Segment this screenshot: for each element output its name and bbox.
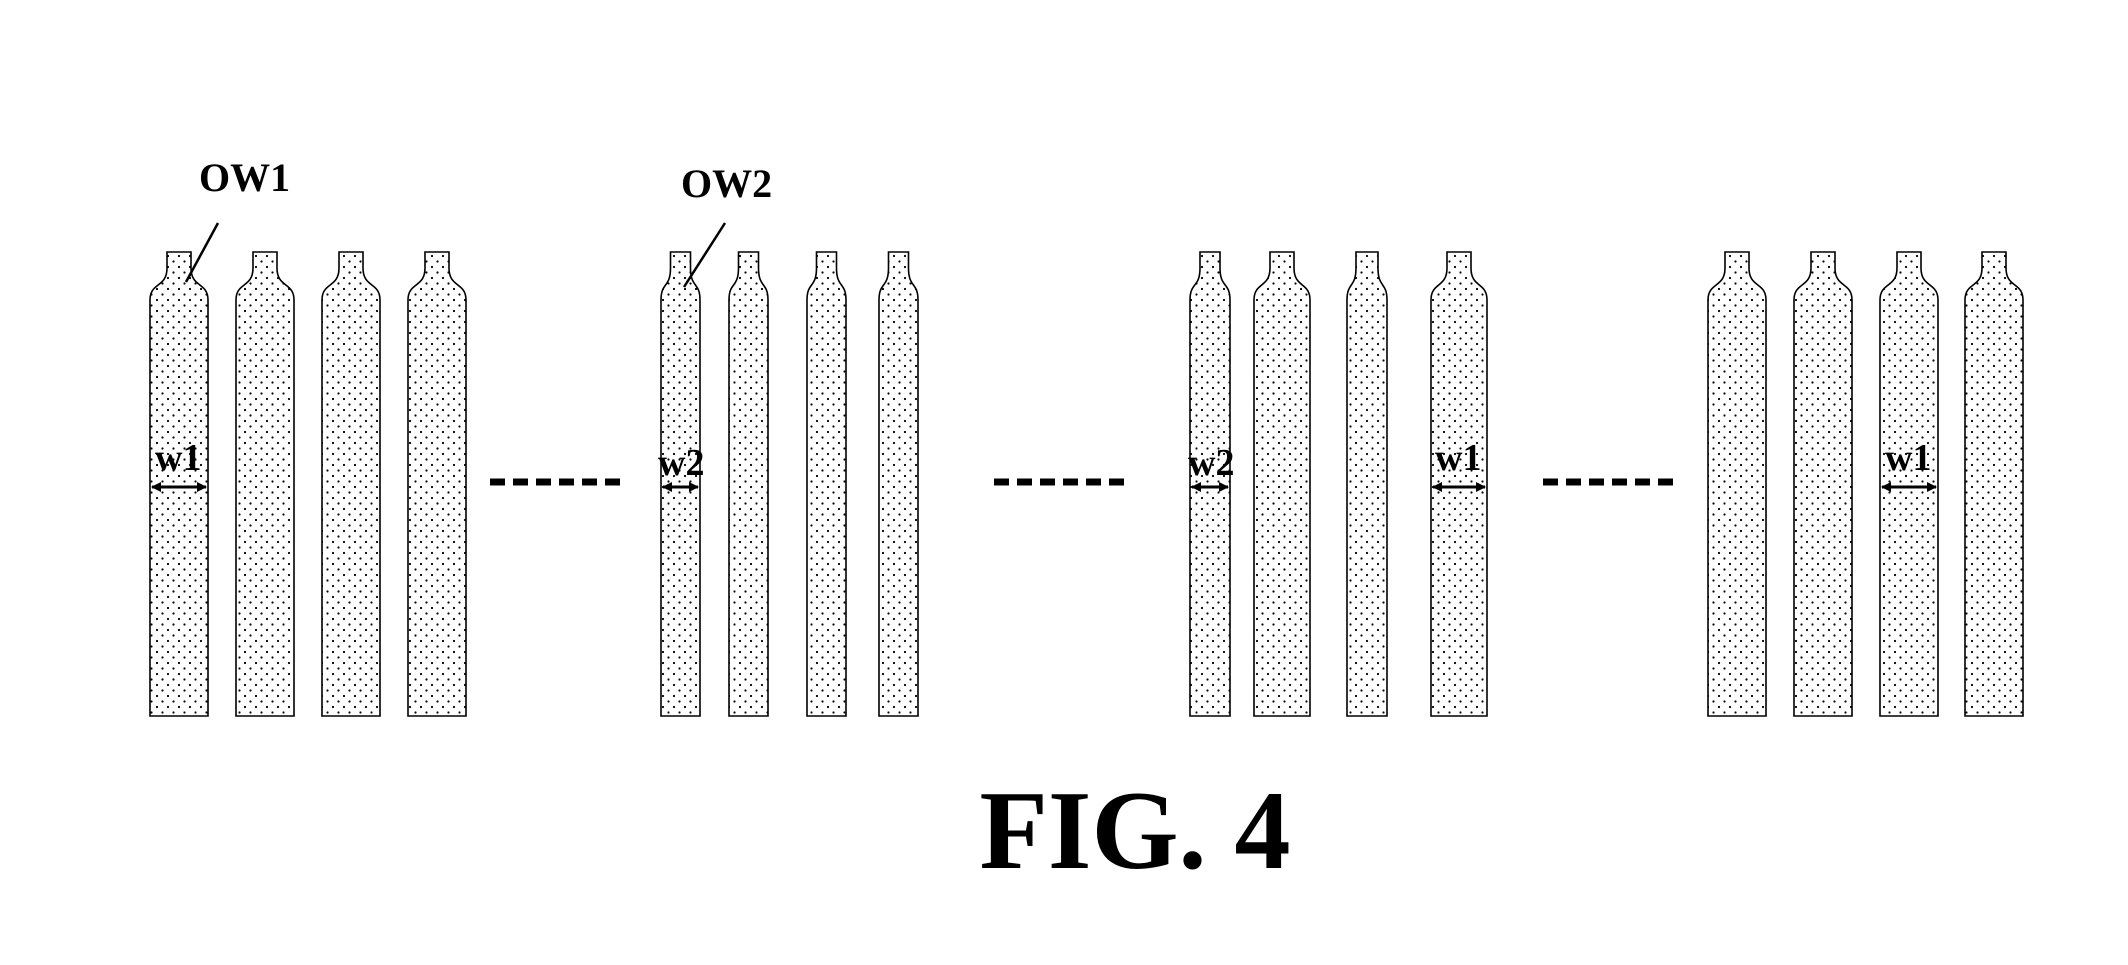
width-label-w1-third: w1: [1885, 437, 1931, 479]
waveguide-strip: [1964, 251, 2024, 717]
optical-waveguide-strips: [149, 251, 2024, 717]
waveguide-strip: [235, 251, 295, 717]
waveguide-strip: [878, 251, 919, 717]
waveguide-strip: [806, 251, 847, 717]
waveguide-strip: [1253, 251, 1311, 717]
waveguide-strip: [1707, 251, 1767, 717]
width-label-w1-first: w1: [155, 437, 201, 479]
ow1-label: OW1: [199, 155, 290, 200]
waveguide-strip: [1793, 251, 1853, 717]
waveguide-strip: [1879, 251, 1939, 717]
waveguide-strip: [1430, 251, 1488, 717]
ow1-leader-line: [184, 222, 220, 283]
waveguide-strip: [1189, 251, 1231, 717]
waveguide-strip: [728, 251, 769, 717]
width-label-w1-second: w1: [1435, 437, 1481, 479]
waveguide-strip: [1346, 251, 1388, 717]
width-label-w2-second: w2: [1188, 442, 1234, 484]
waveguide-strip: [660, 251, 701, 717]
ow2-leader-line: [682, 222, 727, 288]
ow2-label: OW2: [681, 161, 772, 206]
waveguide-strip: [407, 251, 467, 717]
figure-caption: FIG. 4: [979, 769, 1290, 893]
waveguide-strip: [321, 251, 381, 717]
width-label-w2-first: w2: [658, 442, 704, 484]
waveguide-strip: [149, 251, 209, 717]
